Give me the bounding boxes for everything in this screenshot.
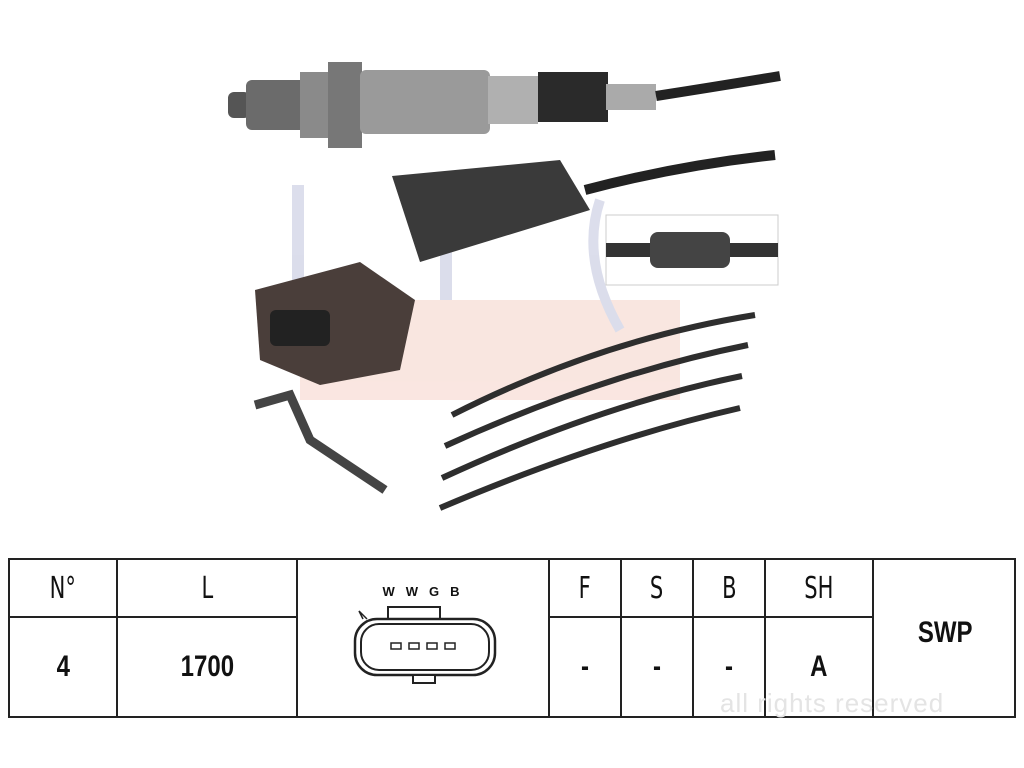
female-connector xyxy=(255,262,415,385)
value-f: - xyxy=(581,650,589,683)
value-sh: A xyxy=(810,650,828,683)
header-b: B xyxy=(721,570,737,606)
value-type: SWP xyxy=(917,616,973,649)
connector-diagram: W W G B xyxy=(298,560,548,716)
product-photo xyxy=(228,62,781,511)
header-length: L xyxy=(201,570,213,606)
header-s: S xyxy=(650,570,664,606)
mounting-clip xyxy=(253,389,388,494)
spec-table: N° L F S B SH 4 1700 - - - A SWP W W G B xyxy=(8,558,1016,718)
value-s: - xyxy=(653,650,661,683)
cable-inset xyxy=(605,214,779,286)
male-connector xyxy=(392,150,776,262)
header-sh: SH xyxy=(804,570,834,606)
value-b: - xyxy=(725,650,733,683)
header-f: F xyxy=(578,570,592,606)
value-length: 1700 xyxy=(180,650,234,683)
rights-watermark: all rights reserved xyxy=(720,688,945,718)
header-number: N° xyxy=(49,570,77,606)
pin-label: W xyxy=(382,583,395,599)
value-number: 4 xyxy=(56,650,70,683)
pin-label: B xyxy=(450,583,460,599)
cable-ties xyxy=(438,312,756,511)
pin-label: W xyxy=(405,583,419,599)
pin-label: G xyxy=(429,583,440,599)
connector-pinout-icon xyxy=(353,605,497,684)
lambda-sensor-body xyxy=(228,62,781,148)
